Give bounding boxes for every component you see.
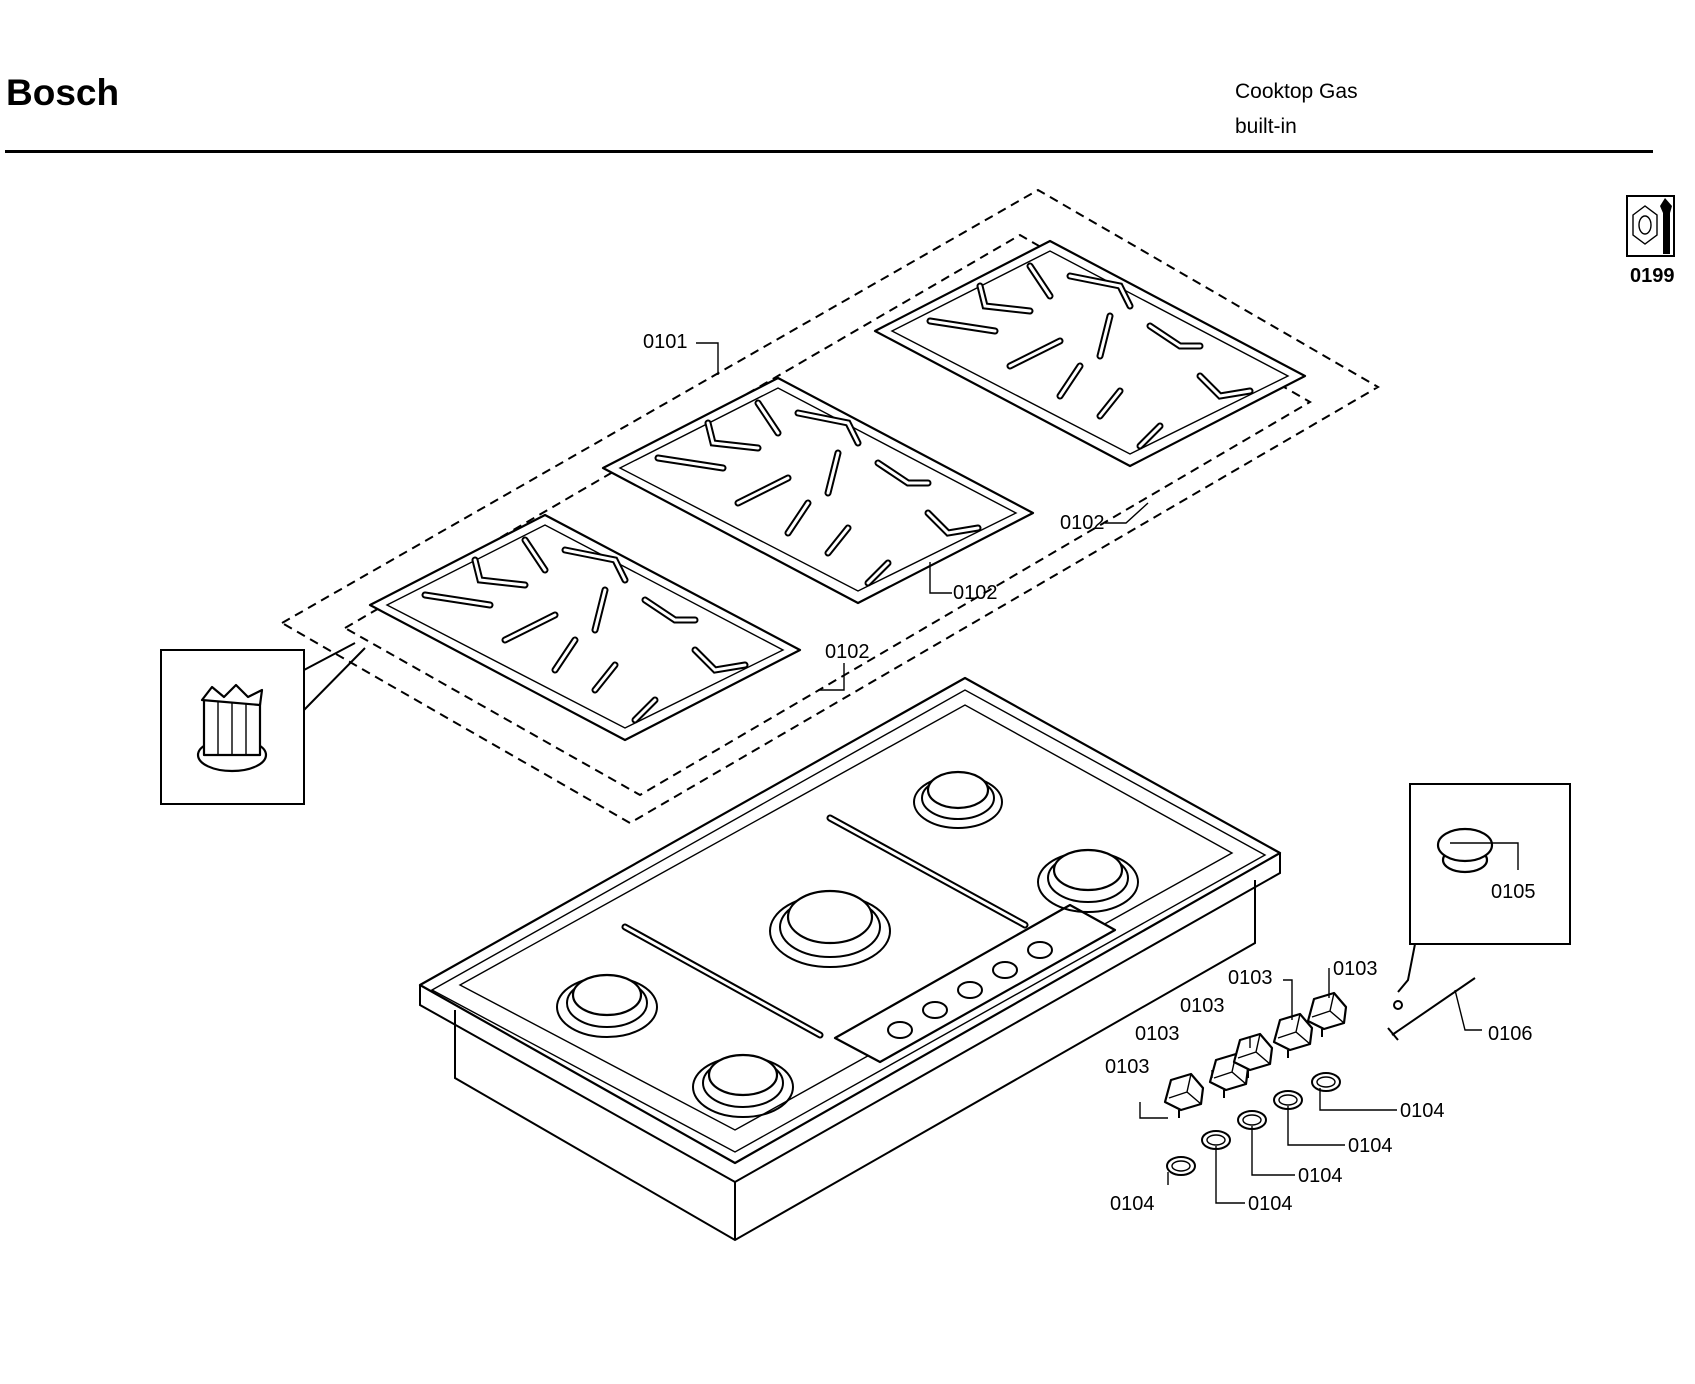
- burner-front-left: [556, 973, 658, 1038]
- header-divider: [5, 150, 1653, 153]
- callout-knob-2: 0103: [1135, 1023, 1180, 1045]
- callout-ring-1: 0104: [1400, 1100, 1445, 1122]
- callout-knob-5: 0103: [1333, 958, 1378, 980]
- grate-foot-detail-inset: [160, 642, 366, 805]
- control-knob-4: [1272, 1012, 1314, 1060]
- control-knob-1: [1163, 1072, 1205, 1120]
- ignition-wire: [1387, 977, 1476, 1041]
- callout-knob-3: 0103: [1180, 995, 1225, 1017]
- callout-ring-2: 0104: [1348, 1135, 1393, 1157]
- tool-code: 0199: [1630, 265, 1675, 287]
- callout-knob-1: 0103: [1105, 1056, 1150, 1078]
- knob-ring-1: [1166, 1156, 1196, 1176]
- callout-grate-left: 0101: [643, 331, 688, 353]
- product-type: Cooktop Gas: [1235, 80, 1358, 103]
- burner-right: [1037, 848, 1139, 913]
- grate-right: [875, 241, 1305, 466]
- burner-center-large: [769, 889, 891, 968]
- product-variant: built-in: [1235, 115, 1297, 138]
- cooktop-body: [418, 676, 1282, 1242]
- callout-grate-front: 0102: [825, 641, 870, 663]
- callout-knob-4: 0103: [1228, 967, 1273, 989]
- callout-grate-right: 0102: [1060, 512, 1105, 534]
- callout-grate-center: 0102: [953, 582, 998, 604]
- grate-left: [370, 515, 800, 740]
- callout-ring-3: 0104: [1298, 1165, 1343, 1187]
- brand-name: Bosch: [6, 72, 120, 113]
- burner-rear: [913, 770, 1003, 829]
- callout-ring-4: 0104: [1248, 1193, 1293, 1215]
- leader-lines: [696, 342, 1519, 1204]
- grate-assembly-outline: [279, 188, 1380, 825]
- knob-seats: [887, 941, 1053, 1039]
- control-knob-5: [1306, 991, 1348, 1039]
- burner-front-center: [692, 1053, 794, 1118]
- callout-cap: 0105: [1491, 881, 1536, 903]
- knob-ring-5: [1311, 1072, 1341, 1092]
- callout-ring-5: 0104: [1110, 1193, 1155, 1215]
- burner-cap-detail-inset: [1397, 783, 1571, 993]
- callout-ignition-wire: 0106: [1488, 1023, 1533, 1045]
- grate-center: [603, 378, 1033, 603]
- wrench-nut-icon: [1626, 195, 1675, 257]
